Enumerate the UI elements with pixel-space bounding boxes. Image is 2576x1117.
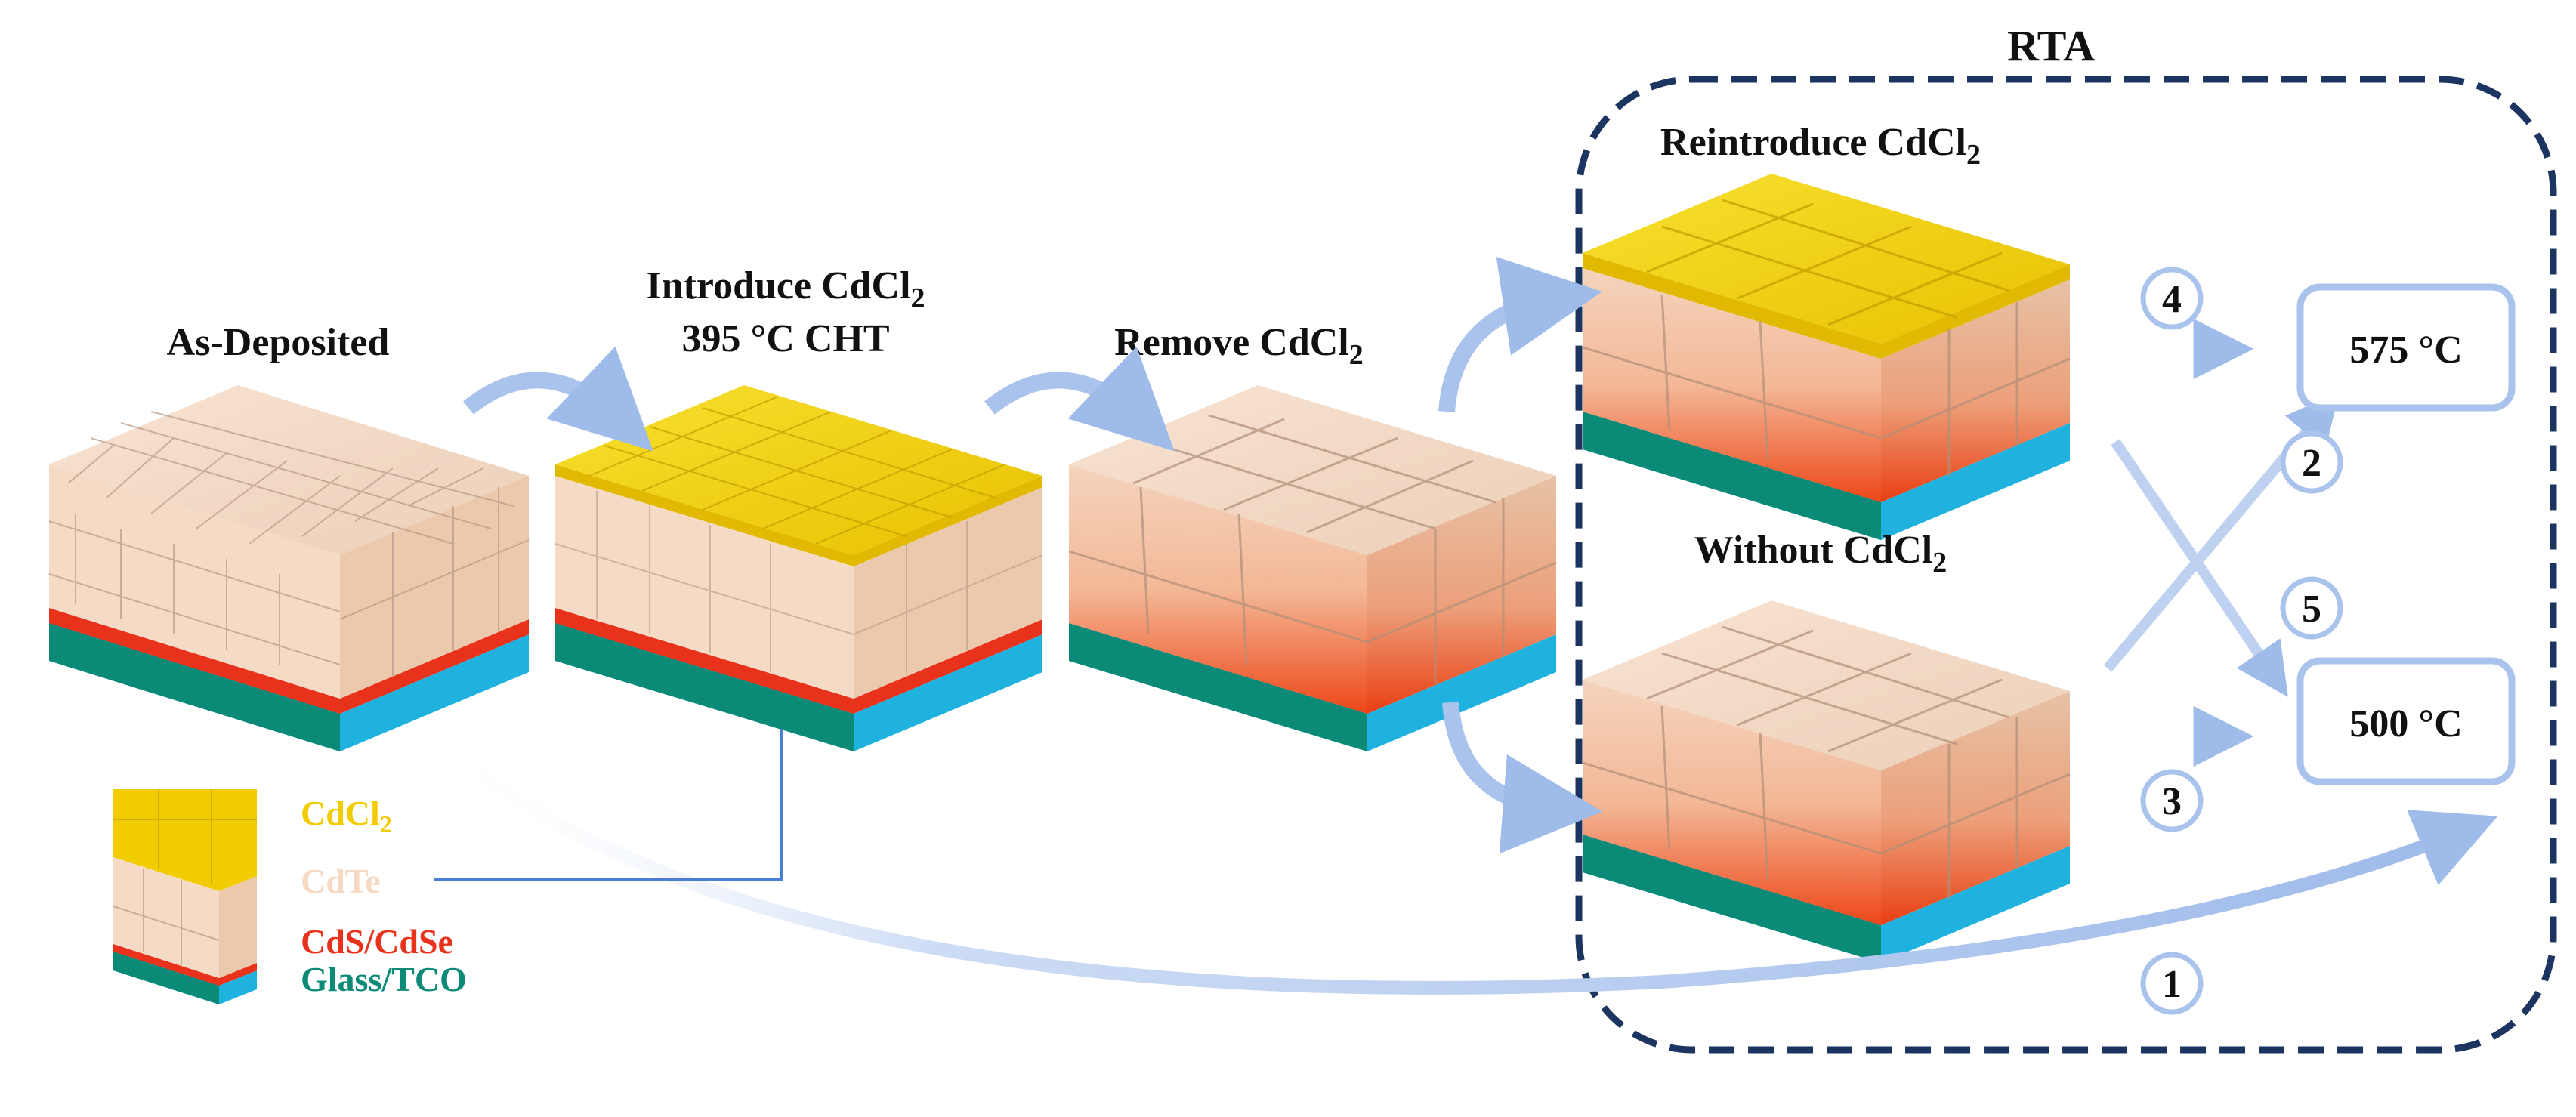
block-reintroduce-cdcl2: Reintroduce CdCl2 xyxy=(1582,121,2071,540)
svg-text:575 °C: 575 °C xyxy=(2349,329,2462,372)
block-without-cdcl2: Without CdCl2 xyxy=(1582,529,2071,963)
as-deposited-label: As-Deposited xyxy=(167,321,390,364)
without-label: Without CdCl2 xyxy=(1694,529,1947,579)
block-as-deposited: As-Deposited xyxy=(48,321,530,751)
rta-box xyxy=(1575,76,2557,1054)
introduce-label-line1: Introduce CdCl2 xyxy=(646,264,925,314)
svg-text:1: 1 xyxy=(2162,963,2182,1006)
legend: CdCl2 CdTe CdS/CdSe Glass/TCO xyxy=(113,789,467,1004)
temp-box-500: 500 °C xyxy=(2296,657,2516,785)
svg-text:2: 2 xyxy=(2302,442,2321,485)
svg-text:4: 4 xyxy=(2162,278,2182,321)
legend-cdte: CdTe xyxy=(301,862,381,900)
introduce-label-line2: 395 °C CHT xyxy=(681,317,889,360)
svg-text:5: 5 xyxy=(2302,588,2321,631)
arrow-path-5 xyxy=(2111,439,2288,697)
path-number-2: 2 xyxy=(2280,430,2343,494)
block-remove-cdcl2: Remove CdCl2 xyxy=(1068,321,1557,751)
arrow-introduce-to-remove xyxy=(984,346,1175,452)
svg-text:3: 3 xyxy=(2162,780,2182,823)
remove-label: Remove CdCl2 xyxy=(1114,321,1364,371)
path-number-3: 3 xyxy=(2140,769,2204,832)
path-number-1: 1 xyxy=(2140,952,2204,1015)
legend-glass: Glass/TCO xyxy=(301,960,467,998)
arrow-remove-to-without xyxy=(1442,702,1603,854)
svg-text:500 °C: 500 °C xyxy=(2349,702,2462,745)
block-introduce-cdcl2: Introduce CdCl2 395 °C CHT xyxy=(554,264,1043,751)
rta-label: RTA xyxy=(2007,21,2095,70)
reintroduce-label: Reintroduce CdCl2 xyxy=(1660,121,1981,171)
temp-box-575: 575 °C xyxy=(2296,283,2516,412)
arrow-as-deposited-to-introduce xyxy=(463,346,653,452)
legend-connector xyxy=(434,729,783,881)
arrow-remove-to-reintroduce xyxy=(1438,257,1602,412)
path-number-5: 5 xyxy=(2280,576,2343,640)
legend-cds: CdS/CdSe xyxy=(301,922,453,961)
arrow-path-1 xyxy=(418,724,2498,995)
legend-cdcl2: CdCl2 xyxy=(301,794,392,838)
path-number-4: 4 xyxy=(2140,267,2204,330)
